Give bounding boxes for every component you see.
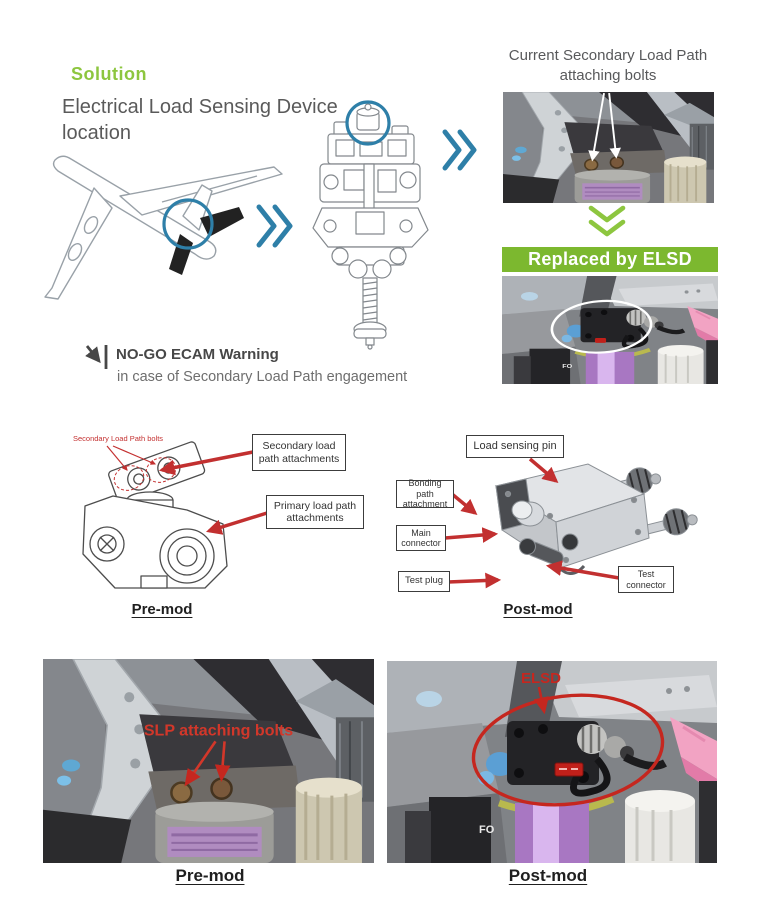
elsd-pointer-arrow bbox=[533, 686, 549, 715]
bolt-pointer-arrows bbox=[588, 92, 621, 162]
callout-secondary-load-path: Secondary load path attachments bbox=[252, 434, 346, 471]
callout-test-plug: Test plug bbox=[398, 571, 450, 592]
slp-pointer-arrows bbox=[184, 740, 231, 787]
airplane-location-diagram bbox=[44, 155, 283, 300]
chevron-down-icon bbox=[588, 205, 626, 237]
elsd-note: ELSD bbox=[521, 670, 561, 687]
replaced-by-elsd-banner: Replaced by ELSD bbox=[502, 247, 718, 272]
photo-postmod-label: Post-mod bbox=[508, 866, 588, 885]
callout-main-connector: Main connector bbox=[396, 525, 446, 551]
callout-load-sensing-pin: Load sensing pin bbox=[466, 435, 564, 458]
chevron-right-icon bbox=[256, 204, 293, 248]
solution-subtitle-line1: Electrical Load Sensing Device bbox=[62, 96, 338, 118]
red-placard-large bbox=[554, 762, 584, 777]
chevron-right-icon-2 bbox=[442, 129, 477, 171]
slp-bolts-note: SLP attaching bolts bbox=[144, 721, 293, 739]
nogo-warning-subtitle: in case of Secondary Load Path engagemen… bbox=[117, 369, 408, 385]
current-slp-caption-line2: attaching bolts bbox=[559, 67, 657, 84]
current-slp-caption: Current Secondary Load Path attaching bo… bbox=[492, 46, 724, 86]
tail-highlight-circle bbox=[162, 198, 214, 250]
photo-postmod-large: ELSD bbox=[387, 661, 717, 863]
elsd-position-circle bbox=[345, 100, 391, 146]
elsd-highlight-ellipse bbox=[550, 299, 653, 354]
photo-elsd-installed bbox=[502, 276, 718, 384]
nogo-warning-title: NO-GO ECAM Warning bbox=[116, 346, 279, 363]
premod-drawing: Secondary Load Path bolts bbox=[73, 434, 228, 589]
premod-red-note: Secondary Load Path bolts bbox=[73, 434, 163, 443]
solution-heading: Solution bbox=[71, 64, 147, 84]
thsa-actuator-diagram bbox=[312, 100, 429, 350]
solution-subtitle: Electrical Load Sensing Device location bbox=[62, 94, 338, 146]
current-slp-caption-line1: Current Secondary Load Path bbox=[508, 47, 708, 64]
solution-subtitle-line2: location bbox=[62, 122, 131, 144]
callout-bonding-path: Bonding path attachment bbox=[396, 478, 454, 509]
elsd-highlight-ellipse-large bbox=[471, 693, 665, 807]
callout-test-connector: Test connector bbox=[618, 566, 674, 593]
photo-premod-large: SLP attaching bolts bbox=[43, 659, 374, 863]
red-placard bbox=[594, 338, 607, 343]
premod-diagram-label: Pre-mod bbox=[131, 601, 193, 618]
photo-premod-label: Pre-mod bbox=[175, 866, 245, 885]
corner-arrow-icon bbox=[85, 345, 108, 369]
callout-primary-load-path: Primary load path attachments bbox=[266, 495, 364, 529]
photo-current-slp-bolts bbox=[503, 92, 714, 203]
postmod-diagram-label: Post-mod bbox=[503, 601, 573, 618]
